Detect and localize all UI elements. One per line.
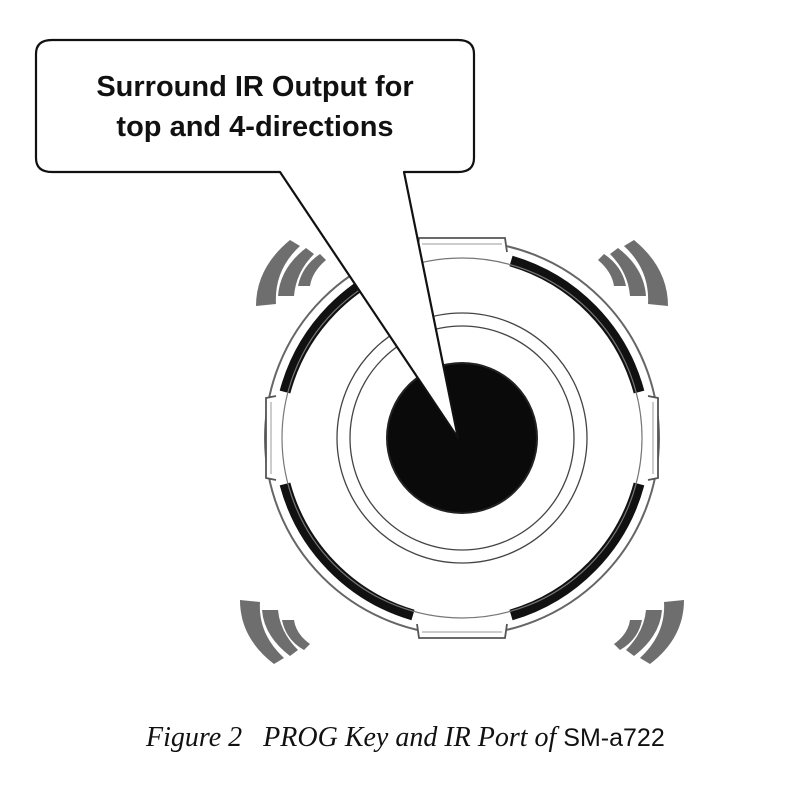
tab-top xyxy=(416,237,508,253)
key-ring-inner xyxy=(349,325,575,551)
callout-bubble: Surround IR Output for top and 4-directi… xyxy=(34,38,476,440)
inner-ring-outline xyxy=(281,257,643,619)
key-ring-outer xyxy=(336,312,588,564)
ir-wave-bottom-right xyxy=(614,600,684,664)
ir-wave-top-left xyxy=(256,240,326,306)
ring-segment-bottom-right xyxy=(509,482,645,621)
prog-key[interactable] xyxy=(386,362,538,514)
model-name: SM-a722 xyxy=(563,724,665,752)
figure-label: Figure 2 xyxy=(146,722,243,753)
ring-segment-bottom-left xyxy=(279,482,415,621)
ir-wave-bottom-left xyxy=(240,600,310,664)
tab-bottom xyxy=(416,623,508,639)
callout-line-2: top and 4-directions xyxy=(116,111,393,143)
figure-caption: Figure 2 PROG Key and IR Port of SM-a722 xyxy=(146,722,665,754)
ring-segment-top-right xyxy=(509,255,645,394)
ir-wave-top-right xyxy=(598,240,668,306)
figure-title: PROG Key and IR Port of xyxy=(263,722,557,753)
callout-line-1: Surround IR Output for xyxy=(96,71,413,103)
